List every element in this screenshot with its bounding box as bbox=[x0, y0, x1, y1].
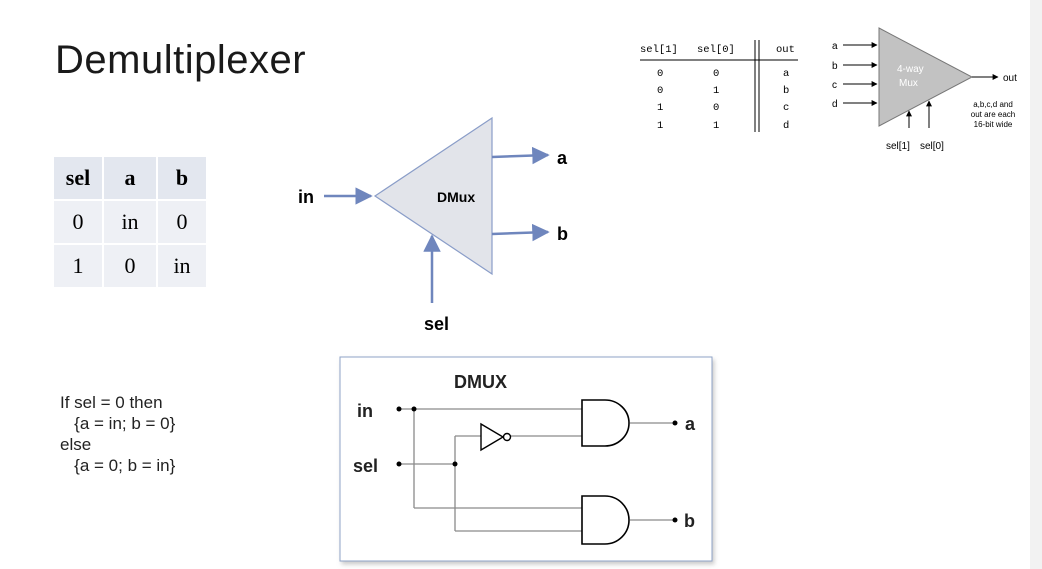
and-gate-b bbox=[581, 495, 630, 545]
mux-cell: 1 bbox=[657, 120, 663, 132]
mux-cell: 0 bbox=[713, 102, 719, 114]
table-cell: 0 bbox=[158, 201, 206, 243]
mux4-triangle bbox=[878, 27, 974, 127]
gate-diagram-title: DMUX bbox=[454, 372, 507, 392]
mux4-in-b: b bbox=[832, 61, 838, 72]
gate-in-label: in bbox=[357, 401, 373, 421]
mux-cell: 1 bbox=[713, 85, 719, 97]
mux-cell: c bbox=[783, 102, 789, 114]
mux4-sel1: sel[1] bbox=[886, 141, 910, 152]
sel-junction bbox=[452, 461, 458, 467]
mux-cell: d bbox=[783, 120, 789, 132]
mux4-note-1: a,b,c,d and bbox=[973, 100, 1013, 109]
a-terminal bbox=[672, 420, 678, 426]
slide-edge bbox=[1030, 0, 1042, 569]
table-cell: in bbox=[158, 245, 206, 287]
mux4-out: out bbox=[1003, 73, 1017, 84]
table-cell: 0 bbox=[104, 245, 156, 287]
mux4-in-c: c bbox=[832, 80, 837, 91]
mux-truth-table: sel[1] sel[0] out 0 0 a 0 1 b 1 0 c 1 1 … bbox=[640, 40, 798, 132]
b-terminal bbox=[672, 517, 678, 523]
table-row: 0 in 0 bbox=[54, 201, 206, 243]
table-cell: 0 bbox=[54, 201, 102, 243]
gate-b-label: b bbox=[684, 511, 695, 531]
gate-sel-label: sel bbox=[353, 456, 378, 476]
gate-a-label: a bbox=[685, 414, 696, 434]
mux4-label-2: Mux bbox=[899, 78, 918, 89]
mux-cell: 1 bbox=[713, 120, 719, 132]
mux-cell: 0 bbox=[657, 85, 663, 97]
dmux-label: DMux bbox=[437, 189, 475, 205]
header-b: b bbox=[158, 157, 206, 199]
header-a: a bbox=[104, 157, 156, 199]
in-label: in bbox=[298, 187, 314, 207]
mux4-note-3: 16-bit wide bbox=[974, 120, 1013, 129]
mux4-in-a: a bbox=[832, 41, 838, 52]
mux-header-out: out bbox=[776, 44, 795, 56]
table-row: 1 0 in bbox=[54, 245, 206, 287]
pseudocode: If sel = 0 then {a = in; b = 0} else {a … bbox=[60, 393, 176, 475]
table-cell: in bbox=[104, 201, 156, 243]
header-sel: sel bbox=[54, 157, 102, 199]
in-junction bbox=[411, 406, 417, 412]
b-label: b bbox=[557, 224, 568, 244]
a-arrow bbox=[491, 146, 550, 165]
sel-label: sel bbox=[424, 314, 449, 334]
mux4-sel0: sel[0] bbox=[920, 141, 944, 152]
slide-title: Demultiplexer bbox=[55, 38, 307, 82]
mux-header-sel0: sel[0] bbox=[697, 44, 735, 56]
not-gate bbox=[480, 422, 512, 452]
table-cell: 1 bbox=[54, 245, 102, 287]
mux-cell: a bbox=[783, 68, 789, 80]
mux4-note-2: out are each bbox=[971, 110, 1015, 119]
table-header-row: sel a b bbox=[54, 157, 206, 199]
mux-cell: b bbox=[783, 85, 789, 97]
mux-cell: 0 bbox=[713, 68, 719, 80]
dmux-gate-diagram: DMUX in sel a b bbox=[339, 356, 713, 562]
in-terminal bbox=[396, 406, 402, 412]
dmux-truth-table: sel a b 0 in 0 1 0 in bbox=[52, 155, 208, 289]
dmux-symbol: DMux in sel a b bbox=[298, 116, 568, 334]
wires bbox=[399, 408, 675, 532]
a-label: a bbox=[557, 148, 568, 168]
mux-header-sel1: sel[1] bbox=[640, 44, 678, 56]
and-gate-a bbox=[581, 399, 630, 447]
mux4-in-d: d bbox=[832, 99, 838, 110]
mux-cell: 1 bbox=[657, 102, 663, 114]
mux-cell: 0 bbox=[657, 68, 663, 80]
b-arrow bbox=[491, 223, 550, 242]
mux4-label-1: 4-way bbox=[897, 64, 924, 75]
gate-diagram-frame bbox=[339, 356, 713, 562]
sel-terminal bbox=[396, 461, 402, 467]
mux4-symbol: 4-way Mux a b c d out sel[1] sel[0] a,b,… bbox=[832, 27, 1017, 152]
